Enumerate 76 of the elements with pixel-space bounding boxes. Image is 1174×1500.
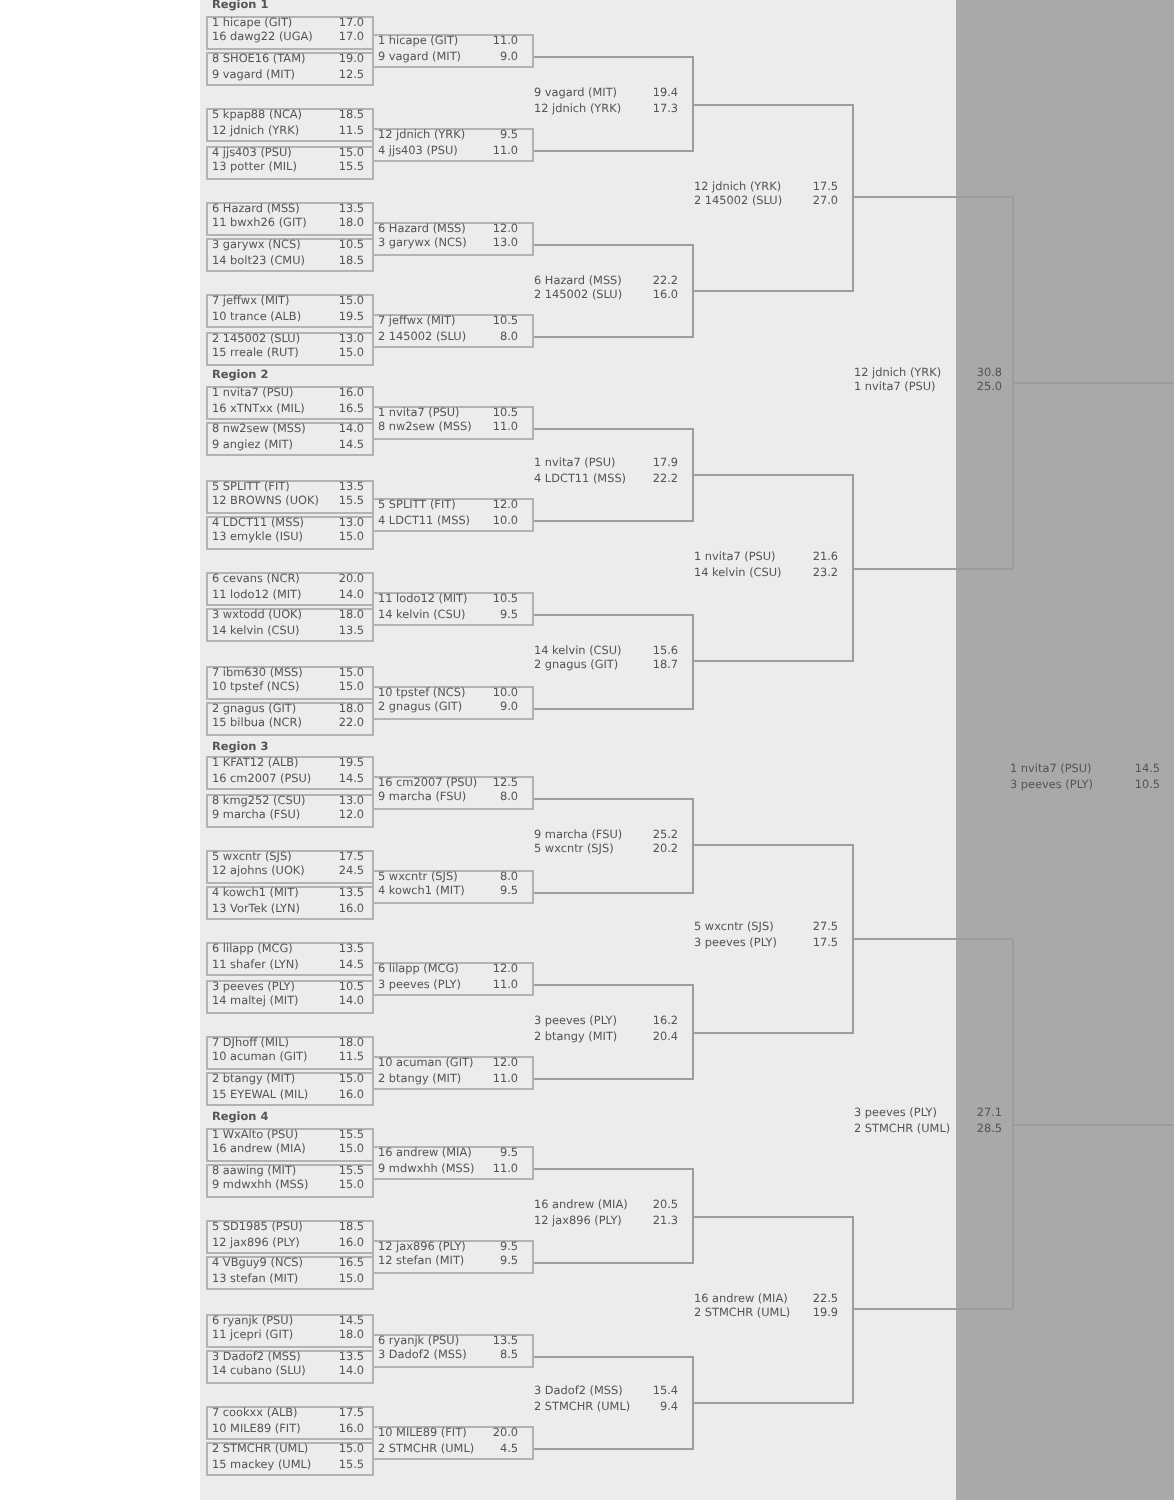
matchup-box (206, 479, 374, 514)
matchup-box (206, 608, 374, 643)
bracket-line (692, 844, 854, 940)
bracket-line (532, 1356, 694, 1404)
matchup-box (206, 201, 374, 236)
matchup-box (372, 405, 534, 440)
bracket-line (532, 244, 694, 292)
bracket-line (852, 382, 1014, 570)
matchup-box (372, 685, 534, 720)
bracket-line (532, 660, 694, 710)
bracket-line (532, 56, 694, 106)
bracket-line (532, 984, 694, 1034)
matchup-box (372, 1239, 534, 1274)
bracket-line (532, 1402, 694, 1450)
matchup-box (206, 793, 374, 828)
matchup-box (206, 422, 374, 457)
matchup-box (206, 386, 374, 421)
bracket-line (692, 104, 854, 198)
matchup-box (372, 34, 534, 69)
matchup-box (206, 15, 374, 50)
matchup-box (372, 869, 534, 904)
matchup-box (206, 1163, 374, 1198)
matchup-box (206, 979, 374, 1014)
bracket-line (532, 474, 694, 522)
matchup-box (206, 572, 374, 607)
matchup-box (372, 962, 534, 997)
matchup-box (206, 108, 374, 143)
matchup-box (372, 128, 534, 162)
matchup-box (372, 498, 534, 533)
matchup-box (206, 942, 374, 977)
matchup-box (206, 665, 374, 700)
bracket-line (532, 1216, 694, 1264)
bracket-line (532, 844, 694, 894)
matchup-box (206, 145, 374, 179)
bracket-line (852, 938, 1014, 1126)
matchup-box (206, 701, 374, 736)
matchup-box (372, 1056, 534, 1090)
bracket-line (692, 196, 854, 292)
bracket-line (692, 938, 854, 1034)
matchup-box (372, 1426, 534, 1461)
matchup-box (206, 238, 374, 272)
matchup-box (206, 515, 374, 550)
matchup-box (372, 1146, 534, 1181)
bracket-line (852, 1124, 1014, 1310)
matchup-box (206, 886, 374, 921)
matchup-box (206, 52, 374, 86)
bracket-line (532, 104, 694, 152)
bracket-line (532, 614, 694, 662)
matchup-box (372, 1333, 534, 1368)
matchup-box (372, 592, 534, 626)
matchup-box (372, 775, 534, 810)
matchup-box (206, 1406, 374, 1441)
matchup-box (206, 1220, 374, 1255)
matchup-box (206, 1256, 374, 1291)
bracket-line (692, 1216, 854, 1310)
matchup-box (372, 221, 534, 256)
matchup-box (206, 849, 374, 884)
matchup-box (206, 1442, 374, 1477)
bracket-line (532, 798, 694, 846)
matchup-box (206, 331, 374, 365)
bracket-line (532, 290, 694, 338)
matchup-box (206, 1127, 374, 1162)
matchup-box (206, 1035, 374, 1070)
matchup-box (206, 1072, 374, 1107)
bracket-line (692, 474, 854, 570)
matchup-box (206, 294, 374, 329)
bracket-line (532, 1168, 694, 1218)
matchup-box (206, 1349, 374, 1384)
matchup-box (206, 756, 374, 791)
bracket-line (532, 1032, 694, 1080)
bracket-line (852, 196, 1014, 384)
matchup-box (206, 1313, 374, 1348)
matchup-box (372, 314, 534, 349)
bracket-line (692, 568, 854, 662)
bracket-line (692, 1308, 854, 1404)
bracket-line (532, 428, 694, 476)
